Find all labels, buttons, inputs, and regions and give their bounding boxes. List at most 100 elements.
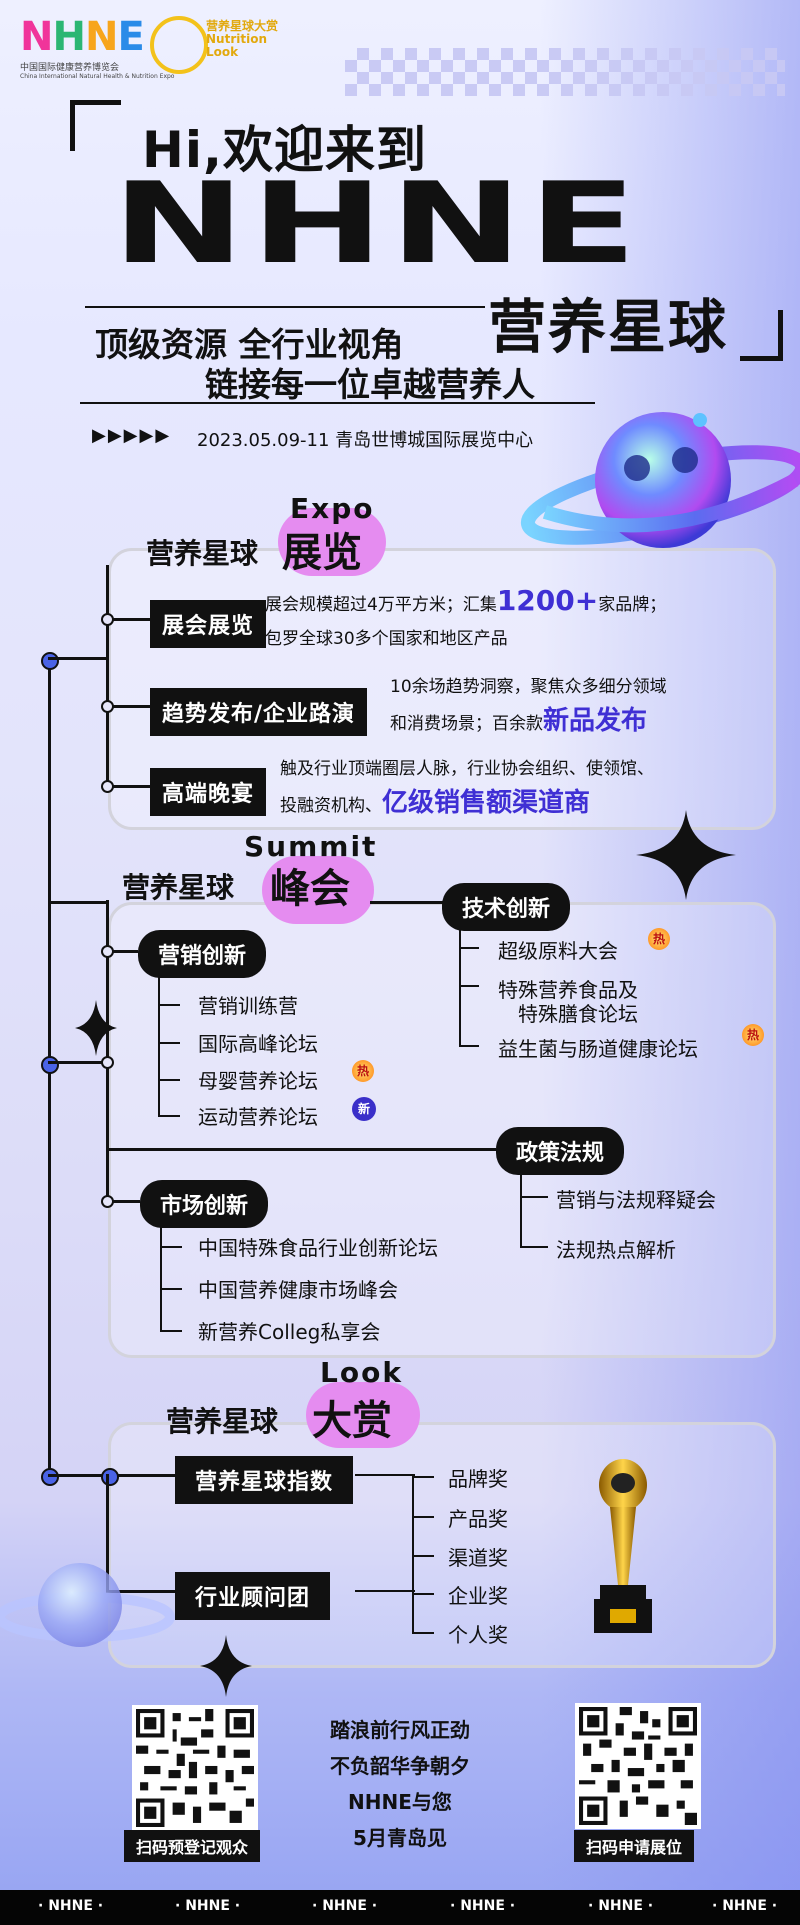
summit-branch (106, 900, 109, 1200)
closing-line: 5月青岛见 (353, 1826, 447, 1850)
summit-policy-item: 营销与法规释疑会 (556, 1188, 716, 1212)
look-en: Look (320, 1356, 403, 1389)
closing-line: NHNE与您 (348, 1790, 452, 1814)
connector (158, 1115, 180, 1117)
summit-en: Summit (244, 830, 378, 863)
corner-bracket-top (70, 100, 121, 151)
logo-subtitle: 中国国际健康营养博览会 (20, 63, 120, 73)
award-item: 品牌奖 (448, 1467, 508, 1491)
connector (355, 1474, 415, 1476)
summit-tag-marketing: 营销创新 (138, 930, 267, 978)
qr-right-label: 扫码申请展位 (574, 1830, 695, 1862)
qr-code-right[interactable] (575, 1703, 701, 1829)
footer-item: · NHNE · (588, 1898, 654, 1914)
award-branch (412, 1474, 414, 1634)
connector (520, 1196, 548, 1198)
connector (160, 1288, 182, 1290)
look-title-a: 营养星球 (166, 1405, 279, 1438)
hot-icon: 热 (352, 1060, 374, 1082)
timeline-node (101, 1468, 119, 1486)
planet-small-icon (0, 1563, 175, 1647)
partner-logo: 营养星球大赏 Nutrition Look (206, 20, 278, 59)
connector (160, 1330, 182, 1332)
partner-logo-en1: Nutrition (206, 32, 267, 46)
expo-branch (106, 565, 109, 785)
date-place: 2023.05.09-11 青岛世博城国际展览中心 (197, 430, 534, 451)
look-title-b: 大赏 (312, 1398, 392, 1444)
summit-market-item: 新营养Colleg私享会 (198, 1320, 381, 1344)
look-branch (106, 1474, 109, 1592)
summit-tag-market: 市场创新 (140, 1180, 269, 1228)
nhne-logo: NHNE 中国国际健康营养博览会 China International Nat… (20, 14, 174, 80)
sub-branch (520, 1172, 522, 1248)
partner-logo-cn: 营养星球大赏 (206, 19, 279, 33)
award-item: 企业奖 (448, 1584, 508, 1608)
summit-policy-item: 法规热点解析 (556, 1238, 676, 1262)
divider-line (85, 306, 485, 308)
timeline-node (41, 1468, 59, 1486)
new-icon: 新 (352, 1097, 376, 1121)
branch-dot (101, 613, 114, 626)
branch-dot (101, 945, 114, 958)
connector (459, 985, 479, 987)
connector (412, 1632, 434, 1634)
connector (520, 1246, 548, 1248)
summit-market-item: 中国特殊食品行业创新论坛 (198, 1236, 438, 1260)
connector (106, 1200, 140, 1203)
footer-item: · NHNE · (450, 1898, 516, 1914)
checker-pattern (345, 48, 785, 96)
qr-code-icon (136, 1709, 254, 1827)
connector (48, 901, 106, 904)
summit-tech-item: 益生菌与肠道健康论坛 (498, 1037, 698, 1061)
hero-line1: Hi,欢迎来到 (142, 121, 427, 179)
summit-marketing-item: 营销训练营 (198, 994, 298, 1018)
connector (106, 950, 138, 953)
connector (370, 901, 444, 904)
arrows-icon: ▶▶▶▶▶ (92, 425, 172, 446)
sub-branch (158, 975, 160, 1115)
connector (459, 947, 479, 949)
expo-tag-exhibition: 展会展览 (150, 600, 267, 648)
award-item: 产品奖 (448, 1507, 508, 1531)
branch-dot (101, 1195, 114, 1208)
slogan1: 顶级资源 全行业视角 (95, 325, 404, 364)
sparkle-icon (200, 1635, 252, 1697)
qr-code-left[interactable] (132, 1705, 258, 1831)
expo-desc-gala: 触及行业顶端圈层人脉，行业协会组织、使领馆、 投融资机构、亿级销售额渠道商 (280, 759, 654, 818)
branch-dot (101, 780, 114, 793)
connector (106, 705, 150, 708)
look-tag-advisors: 行业顾问团 (175, 1572, 331, 1620)
award-item: 渠道奖 (448, 1546, 508, 1570)
sparkle-icon (75, 1000, 117, 1056)
summit-tech-item: 特殊膳食论坛 (518, 1002, 638, 1026)
expo-title-a: 营养星球 (146, 537, 259, 570)
expo-channel: 亿级销售额渠道商 (382, 788, 591, 818)
connector (48, 1474, 223, 1477)
expo-tag-trend: 趋势发布/企业路演 (150, 688, 368, 736)
summit-box (108, 902, 776, 1358)
connector (355, 1590, 415, 1592)
footer-item: · NHNE · (712, 1898, 778, 1914)
connector (158, 1079, 180, 1081)
slogan-underline (80, 402, 595, 404)
sub-branch (160, 1225, 162, 1330)
expo-brand-count: 1200+ (496, 584, 599, 617)
connector (412, 1476, 434, 1478)
corner-bracket-bottom (740, 310, 783, 361)
footer-bar: · NHNE · · NHNE · · NHNE · · NHNE · · NH… (0, 1890, 800, 1925)
summit-marketing-item: 母婴营养论坛 (198, 1069, 318, 1093)
footer-item: · NHNE · (312, 1898, 378, 1914)
expo-en: Expo (290, 492, 375, 525)
branch-dot (101, 700, 114, 713)
connector (412, 1555, 434, 1557)
hero-line3: 营养星球 (488, 293, 729, 361)
timeline-node (41, 1056, 59, 1074)
slogan2: 链接每一位卓越营养人 (205, 365, 535, 404)
look-highlight (306, 1382, 420, 1448)
connector (412, 1593, 434, 1595)
hot-icon: 热 (742, 1024, 764, 1046)
expo-highlight (278, 508, 386, 576)
summit-highlight (262, 856, 374, 924)
connector (158, 1004, 180, 1006)
sub-branch (459, 928, 461, 1046)
